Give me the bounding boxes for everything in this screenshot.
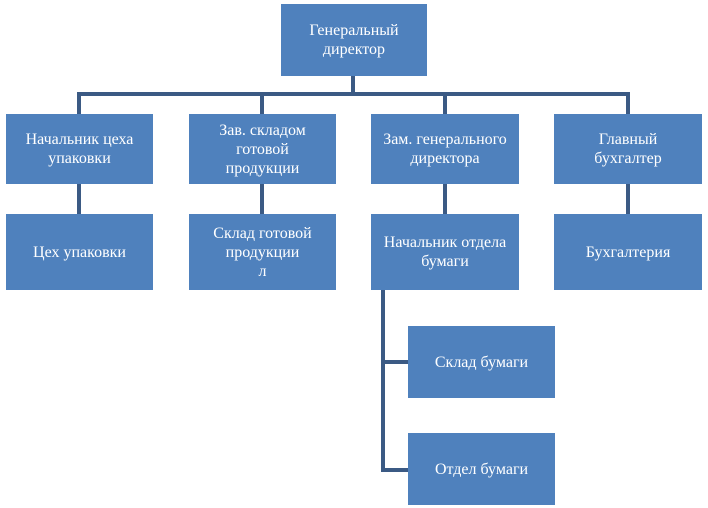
node-paper-dept: Отдел бумаги: [408, 433, 555, 505]
node-label-line: Зам. генерального: [383, 131, 507, 148]
node-label-line: продукции: [225, 159, 300, 177]
node-label-line: Генеральный: [309, 22, 399, 39]
node-accounting: Бухгалтерия: [554, 214, 702, 290]
node-label: Начальник отдела бумаги: [384, 233, 506, 271]
node-label: Начальник цеха упаковки: [26, 130, 134, 168]
node-label-line: Отдел бумаги: [434, 460, 529, 478]
node-label-line: Зав. складом: [219, 121, 306, 139]
node-paper-warehouse: Склад бумаги: [408, 326, 555, 398]
node-deputy-director: Зам. генерального директора: [371, 114, 519, 184]
node-label: Отдел бумаги: [435, 460, 528, 479]
node-label-line: продукции: [225, 243, 300, 261]
node-label-line: готовой: [236, 140, 289, 158]
node-label-line: Начальник цеха: [25, 131, 134, 148]
connector-paper-head-trunk: [381, 290, 385, 472]
node-label: Зам. генерального директора: [383, 130, 507, 168]
node-packaging-head: Начальник цеха упаковки: [6, 114, 153, 184]
node-ceo: Генеральный директор: [281, 4, 427, 76]
node-chief-accountant: Главный бухгалтер: [554, 114, 702, 184]
node-label: Главный бухгалтер: [594, 130, 661, 168]
node-label: Бухгалтерия: [586, 243, 671, 262]
connector-ceo-down: [351, 76, 355, 94]
node-label-line: упаковки: [48, 150, 111, 167]
node-label-line: бумаги: [421, 253, 469, 270]
connector-to-chief-accountant: [626, 92, 630, 114]
node-label: Генеральный директор: [309, 21, 398, 59]
connector-deputy-to-paper-head: [443, 184, 447, 214]
node-label-line: Начальник отдела: [383, 234, 507, 251]
connector-packaging-head-to-shop: [77, 184, 81, 214]
node-packaging-shop: Цех упаковки: [6, 214, 153, 290]
node-label-line: Главный: [598, 131, 658, 148]
node-label-line: бухгалтер: [594, 150, 662, 167]
connector-to-paper-warehouse: [381, 360, 408, 364]
node-label-line: директора: [410, 150, 480, 167]
node-label: Цех упаковки: [33, 243, 126, 262]
node-label-line: директор: [322, 41, 386, 58]
connector-to-packaging-head: [77, 92, 81, 114]
node-label-line: Склад готовой: [213, 224, 312, 242]
node-label-line: Цех упаковки: [33, 243, 126, 261]
node-label: Склад бумаги: [435, 353, 528, 372]
node-paper-dept-head: Начальник отдела бумаги: [371, 214, 519, 290]
connector-to-deputy-director: [443, 92, 447, 114]
connector-top-bus: [77, 92, 630, 96]
node-label-line: л: [258, 262, 267, 280]
node-label-line: Бухгалтерия: [585, 243, 671, 261]
connector-to-paper-dept: [381, 468, 408, 472]
node-label-line: Склад бумаги: [434, 353, 529, 371]
connector-warehouse-head-to-warehouse: [260, 184, 264, 214]
connector-accountant-to-accounting: [626, 184, 630, 214]
connector-to-warehouse-head: [260, 92, 264, 114]
